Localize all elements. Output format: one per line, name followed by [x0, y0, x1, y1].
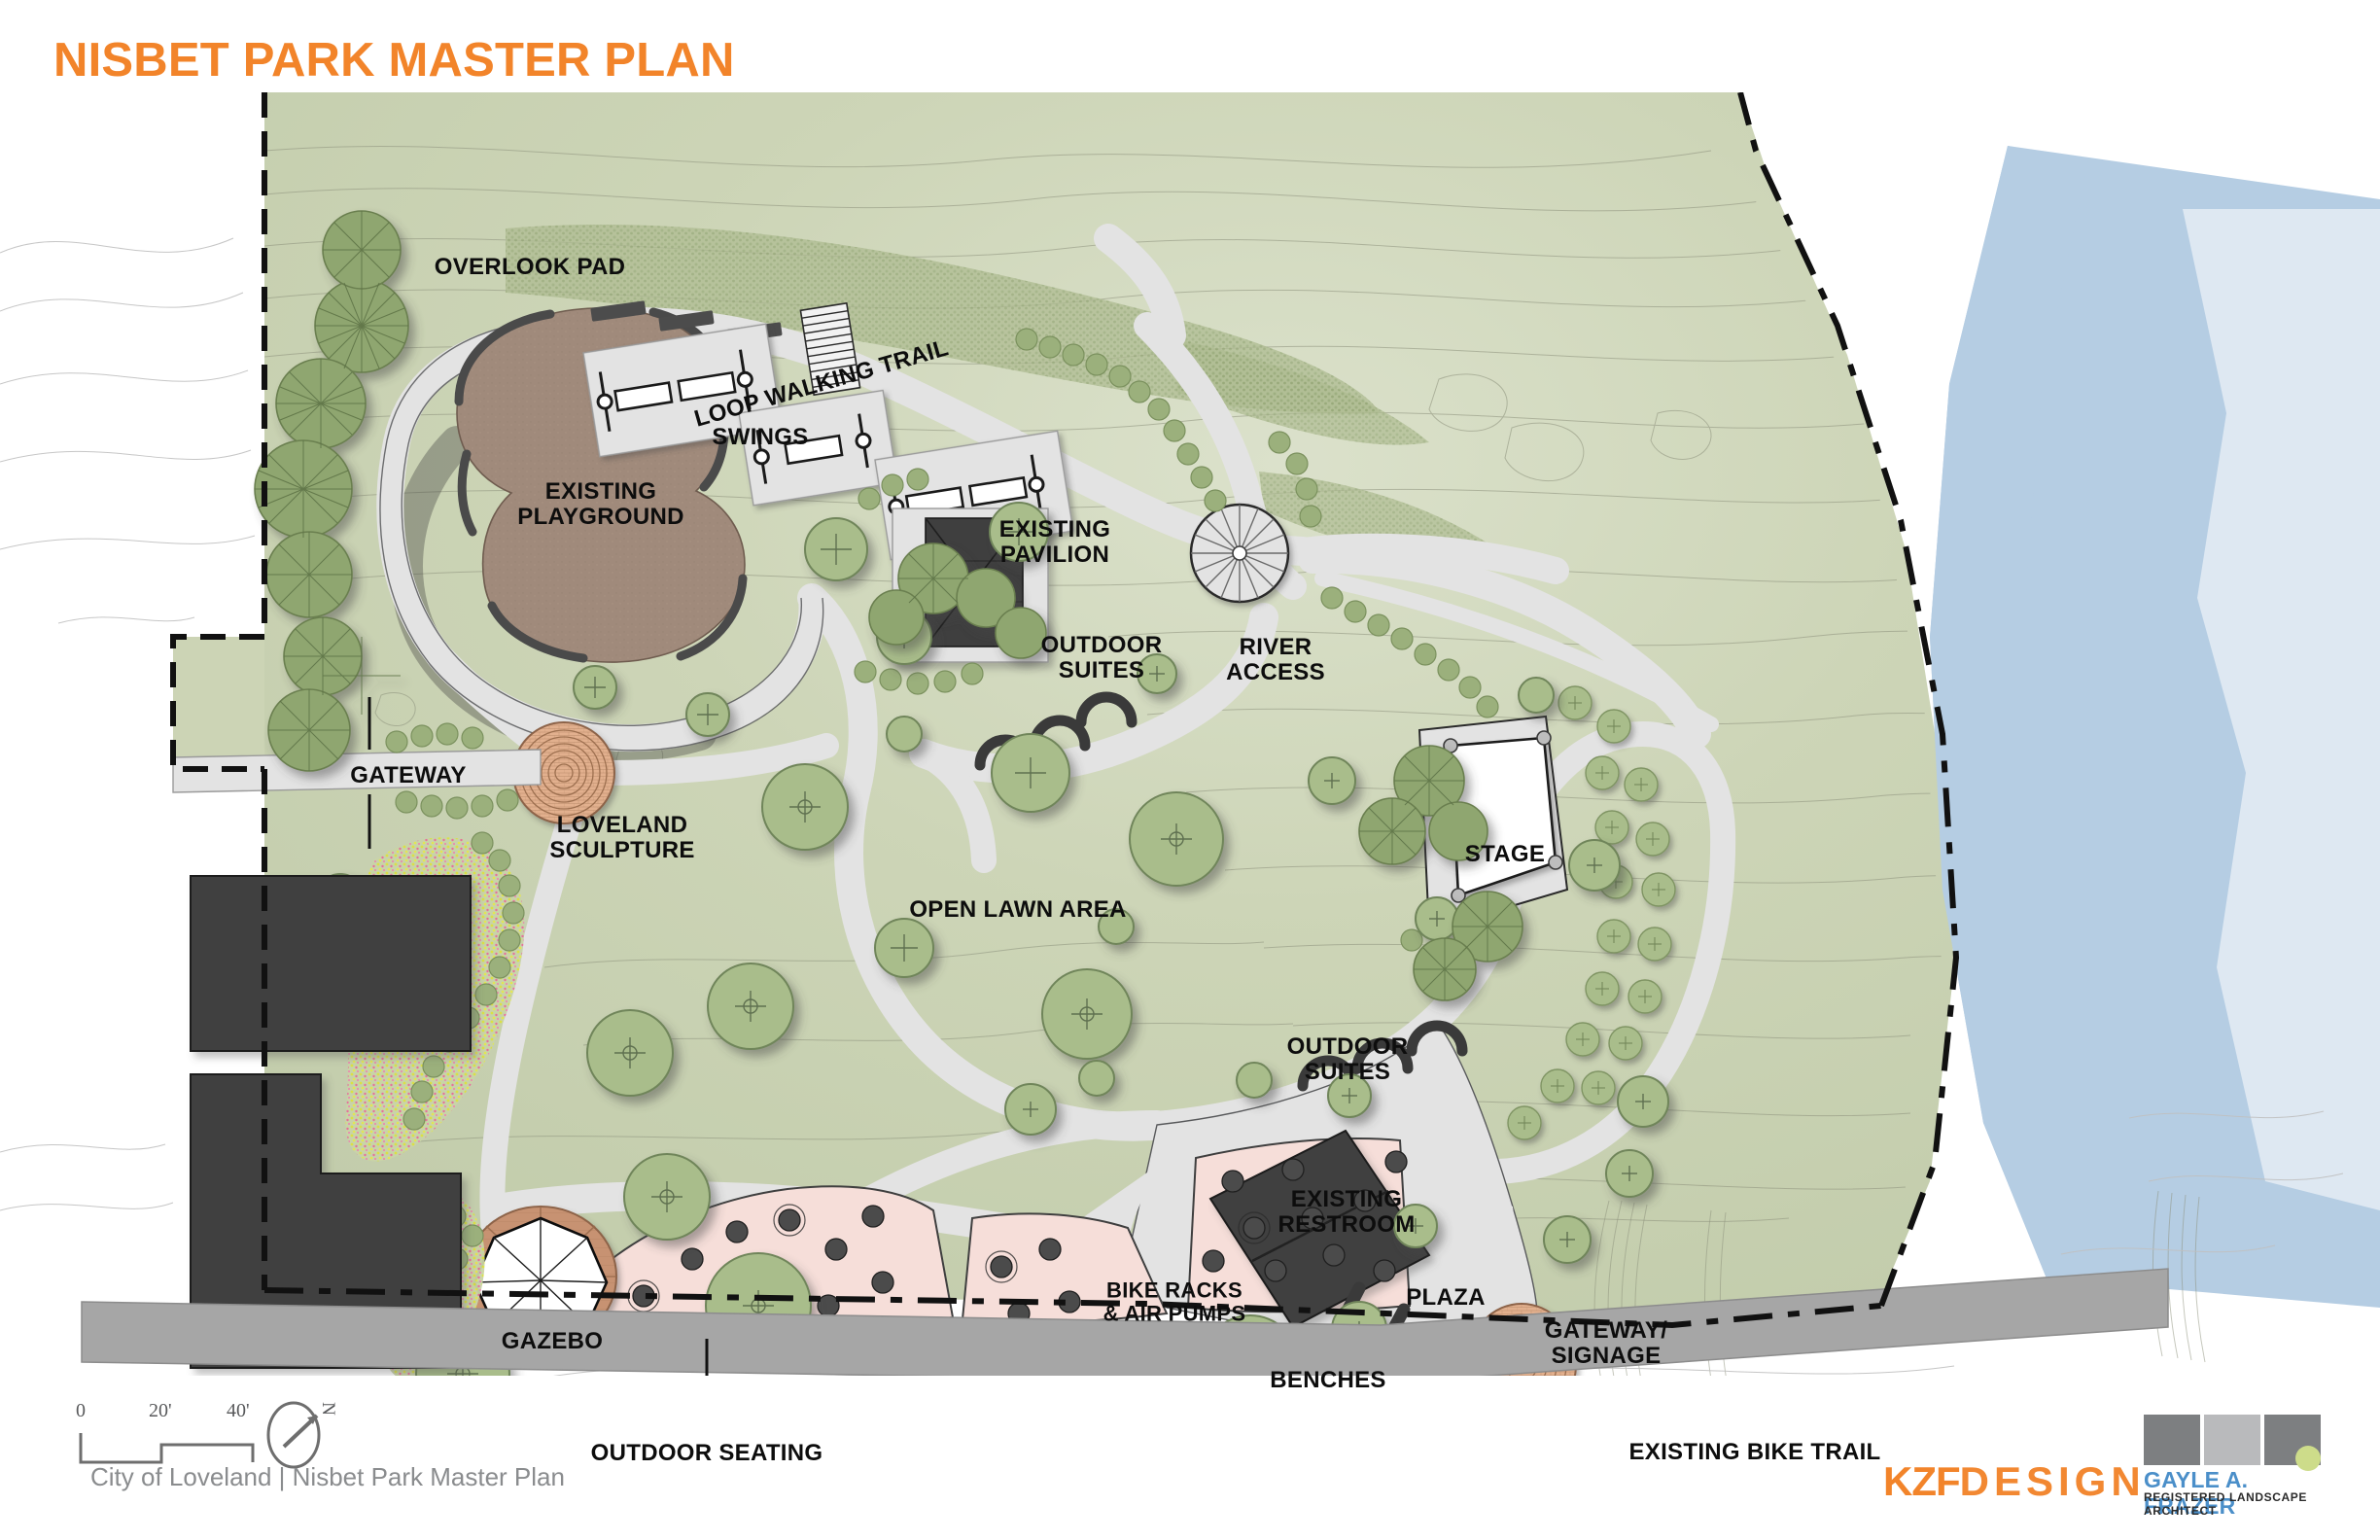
- north-arrow-graphic: [266, 1401, 321, 1469]
- woodland-mass-north: [506, 225, 1381, 414]
- kzf-logo-part2: DESIGN: [1959, 1458, 2146, 1504]
- frazer-logo-dot: [2295, 1446, 2321, 1471]
- map-drawing: [0, 92, 2380, 1376]
- shrub-rows: [385, 328, 1499, 1350]
- frazer-logo-square-2: [2204, 1415, 2260, 1465]
- river-access-node: [1189, 503, 1290, 604]
- site-plan-map: OVERLOOK PAD LOOP WALKING TRAIL SWINGS E…: [0, 92, 2380, 1465]
- scale-tick-0: 0: [76, 1400, 86, 1421]
- trail-stairs: [799, 301, 861, 397]
- map-label-outdoor-seating: OUTDOOR SEATING: [590, 1440, 823, 1467]
- north-arrow: N: [261, 1392, 348, 1474]
- scale-bar: 0 20' 40': [76, 1400, 368, 1468]
- map-label-existing-bike-trail: EXISTING BIKE TRAIL: [1628, 1439, 1881, 1466]
- frazer-logo-name: GAYLE A. FRAZER: [2144, 1467, 2249, 1519]
- frazer-logo-square-1: [2144, 1415, 2200, 1465]
- scale-tick-40: 40': [227, 1400, 250, 1421]
- footer-credit: City of Loveland | Nisbet Park Master Pl…: [90, 1462, 565, 1491]
- existing-trees-west: [254, 210, 1523, 1001]
- loveland-sculpture-plaza: [512, 721, 615, 824]
- frazer-logo-subtitle: REGISTERED LANDSCAPE ARCHITECT: [2144, 1490, 2308, 1518]
- page-title: NISBET PARK MASTER PLAN: [53, 34, 735, 87]
- playground-edge-walls: [454, 307, 748, 663]
- property-boundary: [170, 92, 1960, 1329]
- tree-allee: [1507, 685, 1676, 1140]
- scale-tick-20: 20': [149, 1400, 172, 1421]
- adjacent-buildings: [190, 875, 472, 1369]
- north-label: N: [317, 1402, 338, 1416]
- label-leader-lines: [368, 697, 709, 1376]
- gayle-frazer-logo: GAYLE A. FRAZER REGISTERED LANDSCAPE ARC…: [2144, 1415, 2343, 1519]
- existing-bike-trail: [81, 1268, 2169, 1376]
- kzf-design-logo: KZFDESIGN: [1883, 1458, 2146, 1504]
- kzf-logo-part1: KZF: [1883, 1458, 1961, 1504]
- scale-bar-graphic: [79, 1433, 255, 1464]
